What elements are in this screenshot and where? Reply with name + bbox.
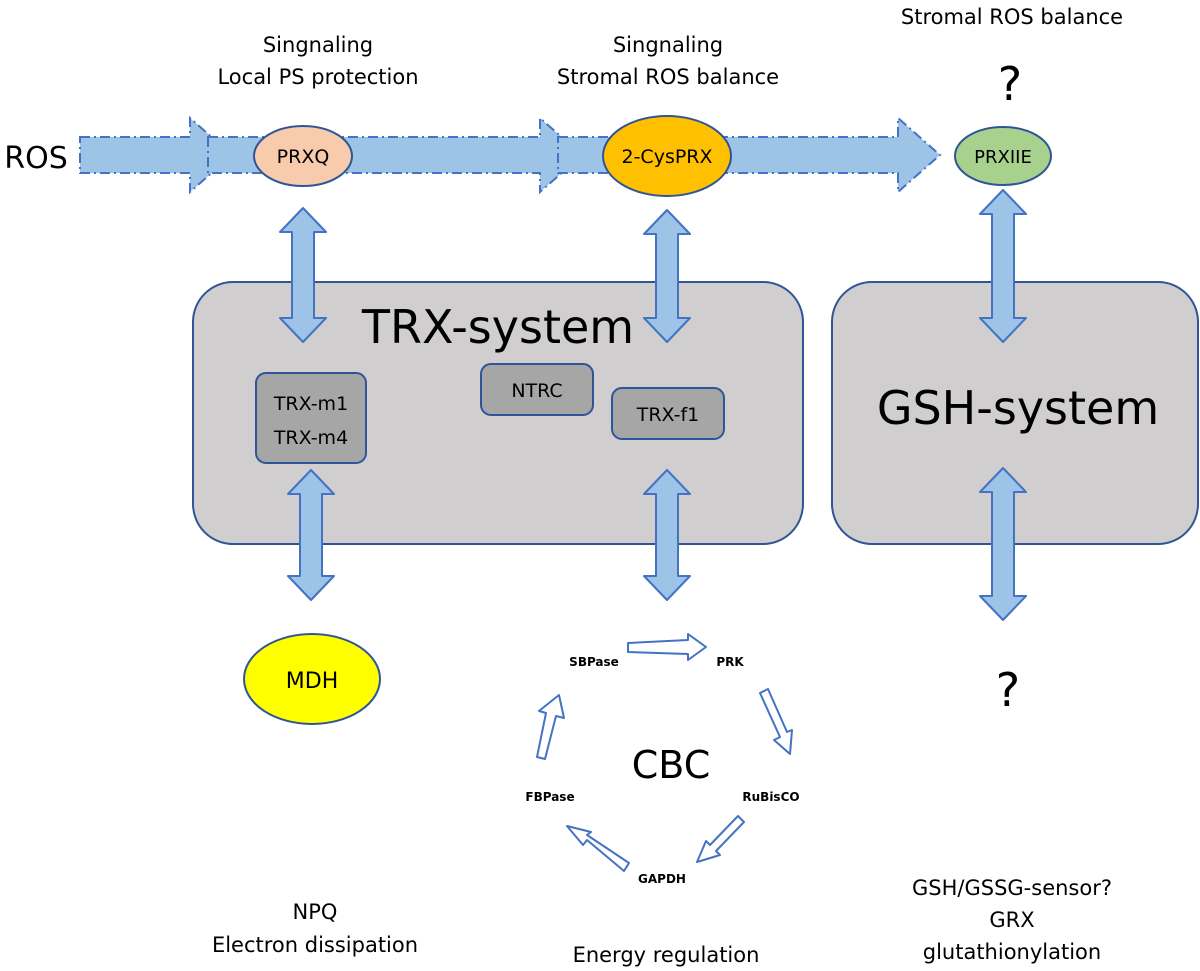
gsh-function-line1: GSH/GSSG-sensor? bbox=[912, 876, 1112, 900]
cbc-arrow-rubisco-to-gapdh bbox=[696, 815, 745, 863]
trx-f1-cbc-double-arrow bbox=[643, 469, 691, 601]
trx-f1-label: TRX-f1 bbox=[636, 404, 700, 426]
mdh-function-line1: NPQ bbox=[293, 900, 338, 924]
gsh-system-box: GSH-system bbox=[831, 281, 1199, 545]
prxiie-node: PRXIIE bbox=[954, 126, 1052, 186]
cysprx-ellipse bbox=[602, 115, 732, 197]
cbc-enzyme-fbpase: FBPase bbox=[525, 790, 574, 804]
prxiie-gsh-double-arrow bbox=[979, 189, 1027, 343]
cbc-arrow-gapdh-to-fbpase bbox=[566, 825, 630, 872]
cbc-enzyme-sbpase: SBPase bbox=[569, 655, 619, 669]
gsh-unknown-double-arrow bbox=[979, 467, 1027, 621]
prxq-node: PRXQ bbox=[253, 125, 353, 187]
prxq-trx-double-arrow bbox=[279, 207, 327, 343]
mdh-node: MDH bbox=[243, 633, 381, 725]
mdh-label: MDH bbox=[286, 669, 338, 694]
trx-system-box: TRX-system TRX-m1 TRX-m4 NTRC TRX-f1 bbox=[192, 281, 804, 545]
trx-m4-label: TRX-m4 bbox=[273, 427, 348, 449]
ros-flow-arrow-1 bbox=[79, 115, 234, 195]
cysprx-label: 2-CysPRX bbox=[621, 146, 712, 168]
prxiie-question-mark: ? bbox=[998, 57, 1022, 111]
mdh-function-line2: Electron dissipation bbox=[212, 933, 418, 957]
cbc-arrow-fbpase-to-sbpase bbox=[536, 694, 565, 760]
ros-flow-arrow-3 bbox=[557, 115, 942, 195]
cysprx-role-line1: Singnaling bbox=[613, 33, 723, 57]
ros-flow bbox=[79, 115, 942, 195]
prxq-role-line1: Singnaling bbox=[263, 33, 373, 57]
gsh-function-line2: GRX bbox=[989, 908, 1034, 932]
mdh-ellipse bbox=[243, 633, 381, 725]
cbc-enzyme-prk: PRK bbox=[716, 655, 744, 669]
ntrc-box bbox=[480, 363, 594, 416]
ros-label: ROS bbox=[4, 141, 68, 176]
trx-m1-label: TRX-m1 bbox=[273, 393, 348, 415]
cysprx-trx-double-arrow bbox=[643, 209, 691, 343]
gsh-function-line3: glutathionylation bbox=[923, 940, 1101, 964]
cbc-enzyme-rubisco: RuBisCO bbox=[742, 790, 799, 804]
cbc-arrow-sbpase-to-prk bbox=[627, 633, 707, 661]
gsh-unknown-target: ? bbox=[996, 663, 1020, 717]
prxq-label: PRXQ bbox=[277, 146, 330, 168]
cbc-cycle: CBC SBPase PRK RuBisCO GAPDH FBPase bbox=[525, 633, 800, 886]
gsh-system-title: GSH-system bbox=[877, 381, 1159, 435]
trx-f1-box bbox=[611, 387, 725, 440]
ntrc-label: NTRC bbox=[511, 380, 562, 402]
cbc-arrow-prk-to-rubisco bbox=[759, 688, 793, 755]
cysprx-role-line2: Stromal ROS balance bbox=[557, 65, 779, 89]
cysprx-node: 2-CysPRX bbox=[602, 115, 732, 197]
cbc-title: CBC bbox=[632, 743, 710, 787]
trx-m-mdh-double-arrow bbox=[287, 469, 335, 601]
cbc-function-line: Energy regulation bbox=[573, 943, 760, 967]
prxiie-ellipse bbox=[954, 126, 1052, 186]
prxq-role-line2: Local PS protection bbox=[217, 65, 418, 89]
prxq-ellipse bbox=[253, 125, 353, 187]
prxiie-role-line1: Stromal ROS balance bbox=[901, 5, 1123, 29]
trx-m-box bbox=[255, 372, 367, 464]
prxiie-label: PRXIIE bbox=[974, 147, 1032, 168]
trx-system-title: TRX-system bbox=[361, 300, 634, 354]
cbc-enzyme-gapdh: GAPDH bbox=[638, 872, 686, 886]
